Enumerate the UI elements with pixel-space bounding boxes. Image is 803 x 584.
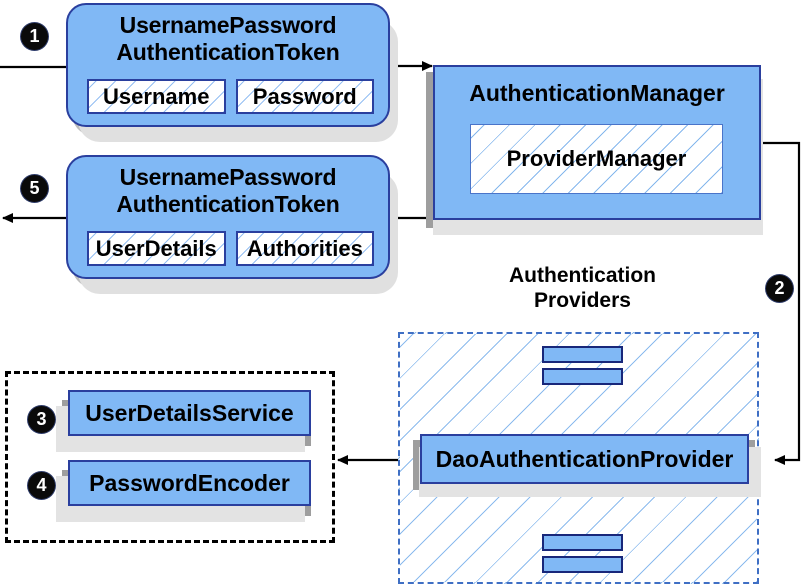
field-authorities: Authorities: [235, 231, 374, 266]
user-details-service-box[interactable]: UserDetailsService: [68, 390, 311, 436]
provider-placeholder-bottom-1: [542, 534, 623, 551]
request-token-fields: Username Password: [87, 79, 374, 114]
authentication-manager-box[interactable]: AuthenticationManager ProviderManager: [433, 65, 761, 220]
password-encoder-box[interactable]: PasswordEncoder: [68, 460, 311, 506]
provider-placeholder-top-2: [542, 368, 623, 385]
authentication-providers-label-line1: Authentication: [509, 264, 656, 287]
provider-placeholder-bottom-2: [542, 556, 623, 573]
provider-manager-box[interactable]: ProviderManager: [470, 124, 723, 194]
request-token-title: UsernamePassword AuthenticationToken: [68, 5, 388, 66]
request-token-box[interactable]: UsernamePassword AuthenticationToken Use…: [66, 3, 390, 127]
step-badge-1: 1: [21, 23, 48, 50]
step-badge-5: 5: [21, 175, 48, 202]
arrow-manager-to-providers: [760, 141, 801, 465]
response-token-box[interactable]: UsernamePassword AuthenticationToken Use…: [66, 155, 390, 279]
field-user-details: UserDetails: [87, 231, 226, 266]
authentication-providers-label-line2: Providers: [534, 289, 631, 312]
authentication-manager-title: AuthenticationManager: [469, 80, 725, 106]
request-token-title-line1: UsernamePassword: [119, 12, 337, 38]
step-badge-2: 2: [766, 275, 793, 302]
request-token-title-line2: AuthenticationToken: [116, 39, 340, 65]
response-token-fields: UserDetails Authorities: [87, 231, 374, 266]
provider-placeholder-top-1: [542, 346, 623, 363]
step-badge-4: 4: [28, 472, 55, 499]
response-token-title: UsernamePassword AuthenticationToken: [68, 157, 388, 218]
response-token-title-line2: AuthenticationToken: [116, 191, 340, 217]
step-badge-3: 3: [28, 406, 55, 433]
dao-authentication-provider-box[interactable]: DaoAuthenticationProvider: [420, 434, 749, 484]
response-token-title-line1: UsernamePassword: [119, 164, 337, 190]
authentication-providers-label: Authentication Providers: [460, 263, 705, 313]
field-username: Username: [87, 79, 226, 114]
field-password: Password: [235, 79, 374, 114]
